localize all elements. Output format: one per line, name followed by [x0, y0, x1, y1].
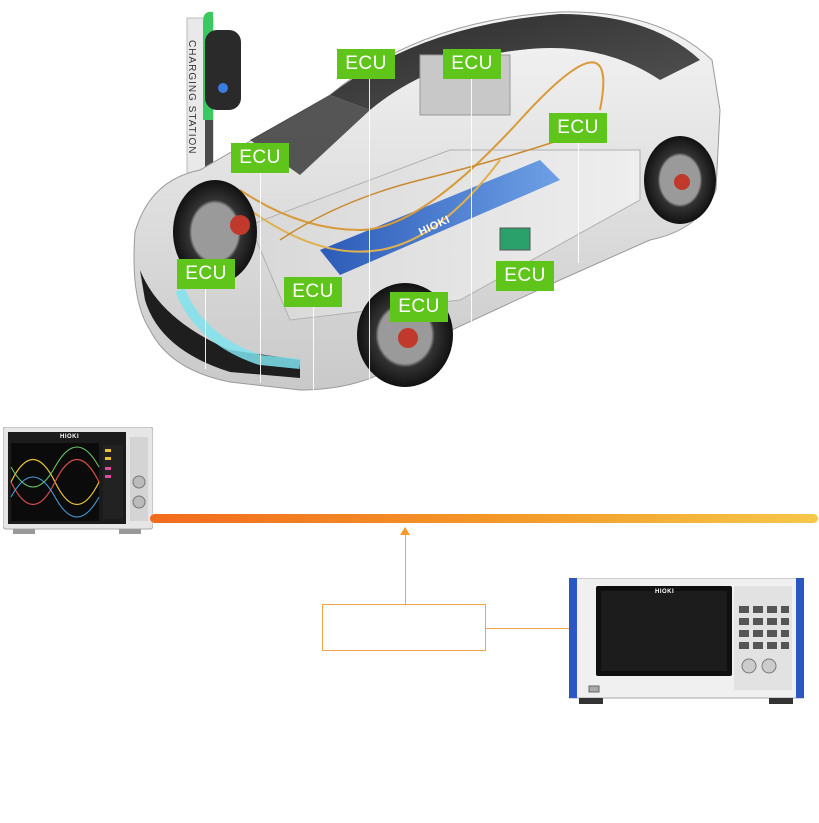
- ecu-leader-line: [205, 289, 206, 369]
- ecu-label: ECU: [496, 261, 554, 291]
- left-instrument-brand: HIOKI: [60, 434, 80, 440]
- can-bus-line: [150, 514, 818, 523]
- ecu-leader-line: [260, 173, 261, 383]
- ecu-label: ECU: [177, 259, 235, 289]
- ecu-label: ECU: [549, 113, 607, 143]
- ecu-label: ECU: [443, 49, 501, 79]
- power-analyzer-instrument: [569, 578, 804, 704]
- ecu-leader-line: [578, 143, 579, 263]
- interface-box: [322, 604, 486, 651]
- ecu-label: ECU: [231, 143, 289, 173]
- arrow-up-icon: [400, 527, 410, 535]
- right-instrument-brand: HIOKI: [655, 589, 675, 595]
- ecu-label: ECU: [337, 49, 395, 79]
- logger-to-bus-connector: [405, 534, 406, 604]
- memory-hicorder-instrument: [3, 427, 153, 534]
- ev-car-illustration: [133, 11, 721, 391]
- box-to-analyzer-connector: [486, 628, 572, 629]
- ecu-label: ECU: [284, 277, 342, 307]
- ecu-label: ECU: [390, 292, 448, 322]
- ecu-leader-line: [471, 79, 472, 329]
- ecu-leader-line: [369, 79, 370, 379]
- rear-right-wheel: [644, 136, 716, 224]
- front-left-wheel: [173, 180, 257, 284]
- charging-station-label: CHARGING STATION: [186, 40, 197, 155]
- ecu-leader-line: [313, 307, 314, 392]
